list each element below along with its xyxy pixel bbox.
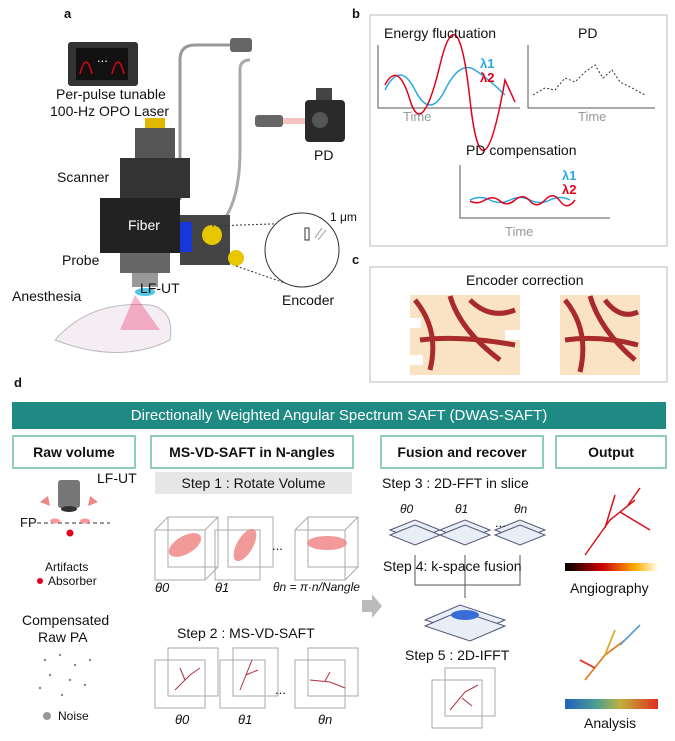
pd-compensation-plot (459, 165, 610, 219)
photodiode-device (305, 88, 345, 142)
anesthesia-label: Anesthesia (12, 288, 82, 304)
encoder-diagram (264, 212, 340, 288)
fused-kspace (423, 604, 507, 642)
jet-colorbar (565, 699, 658, 709)
stage-output: Output (555, 435, 667, 469)
final-volume (431, 667, 496, 729)
scanner-label: Scanner (57, 169, 110, 185)
angiography-label: Angiography (570, 580, 649, 596)
step3-label: Step 3 : 2D-FFT in slice (382, 475, 529, 491)
fiber-label: Fiber (128, 217, 160, 233)
energy-fluctuation-title: Energy fluctuation (384, 25, 497, 41)
encoder-after-image (560, 295, 640, 375)
step2-label: Step 2 : MS-VD-SAFT (177, 625, 315, 641)
panel-label-b: b (352, 6, 360, 21)
laser-label-1: Per-pulse tunable (56, 86, 166, 102)
analysis-label: Analysis (584, 715, 637, 731)
compensated-label-1: Compensated (22, 612, 110, 628)
kspace-slices (388, 519, 547, 546)
lambda2-label: λ2 (480, 70, 495, 85)
stage-ms-vd-saft: MS-VD-SAFT in N-angles (150, 435, 354, 469)
thetan-label: θn (514, 502, 528, 516)
theta1-label: θ1 (238, 712, 253, 727)
lfut-label: LF-UT (97, 470, 137, 486)
encoder-before-image (405, 295, 521, 375)
theta0-label: θ0 (175, 712, 190, 727)
flow-arrow (362, 594, 382, 618)
stage-fusion-recover: Fusion and recover (380, 435, 544, 469)
step1-label: Step 1 : Rotate Volume (155, 472, 352, 494)
absorber-label: Absorber (48, 574, 97, 588)
laser-dots: ... (97, 50, 108, 65)
step5-label: Step 5 : 2D-IFFT (405, 647, 510, 663)
ellipsis: ... (495, 515, 506, 530)
lfut-transducer-icon (40, 480, 98, 512)
lambda1-label: λ1 (562, 168, 577, 183)
dwas-saft-banner: Directionally Weighted Angular Spectrum … (12, 402, 666, 429)
probe-label: Probe (62, 252, 100, 268)
time-axis-label: Time (578, 109, 607, 124)
angiography-image (584, 487, 651, 556)
panel-label-c: c (352, 252, 360, 267)
step4-label: Step 4: k-space fusion (383, 558, 522, 574)
energy-fluctuation-plot (377, 33, 520, 151)
artifacts-label: Artifacts (45, 560, 89, 574)
saft-volumes (154, 647, 359, 709)
fp-label: FP (20, 515, 37, 530)
scale-label: 1 μm (330, 210, 357, 224)
theta1-label: θ1 (455, 502, 469, 516)
pd-plot (527, 45, 655, 109)
pd-plot-title: PD (578, 25, 598, 41)
noise-label: Noise (58, 709, 89, 723)
time-axis-label: Time (403, 109, 432, 124)
scanner-device (100, 118, 244, 296)
time-axis-label: Time (505, 224, 534, 239)
theta1-label: θ1 (215, 580, 230, 595)
pd-label: PD (314, 147, 334, 163)
theta0-label: θ0 (400, 502, 414, 516)
analysis-image (579, 624, 641, 681)
pd-compensation-title: PD compensation (466, 142, 577, 158)
lambda1-label: λ1 (480, 56, 495, 71)
stage-raw-volume: Raw volume (12, 435, 136, 469)
thetan-equation: θn = π·n/Nangle (273, 580, 360, 594)
ellipsis: ... (275, 682, 286, 697)
encoder-label: Encoder (282, 292, 335, 308)
ellipsis: ... (272, 538, 283, 553)
lambda2-label: λ2 (562, 182, 577, 197)
rotated-volumes (154, 516, 359, 581)
laser-label-2: 100-Hz OPO Laser (50, 103, 170, 119)
panel-label-d: d (14, 375, 22, 390)
thetan-label: θn (318, 712, 333, 727)
hot-colorbar (565, 563, 658, 571)
lfut-label: LF-UT (140, 280, 180, 296)
mouse-illustration (54, 295, 172, 353)
panel-label-a: a (64, 6, 72, 21)
fiber-cable (178, 43, 230, 200)
theta0-label: θ0 (155, 580, 170, 595)
encoder-correction-title: Encoder correction (466, 272, 584, 288)
laser-device (68, 42, 138, 86)
compensated-label-2: Raw PA (38, 629, 88, 645)
